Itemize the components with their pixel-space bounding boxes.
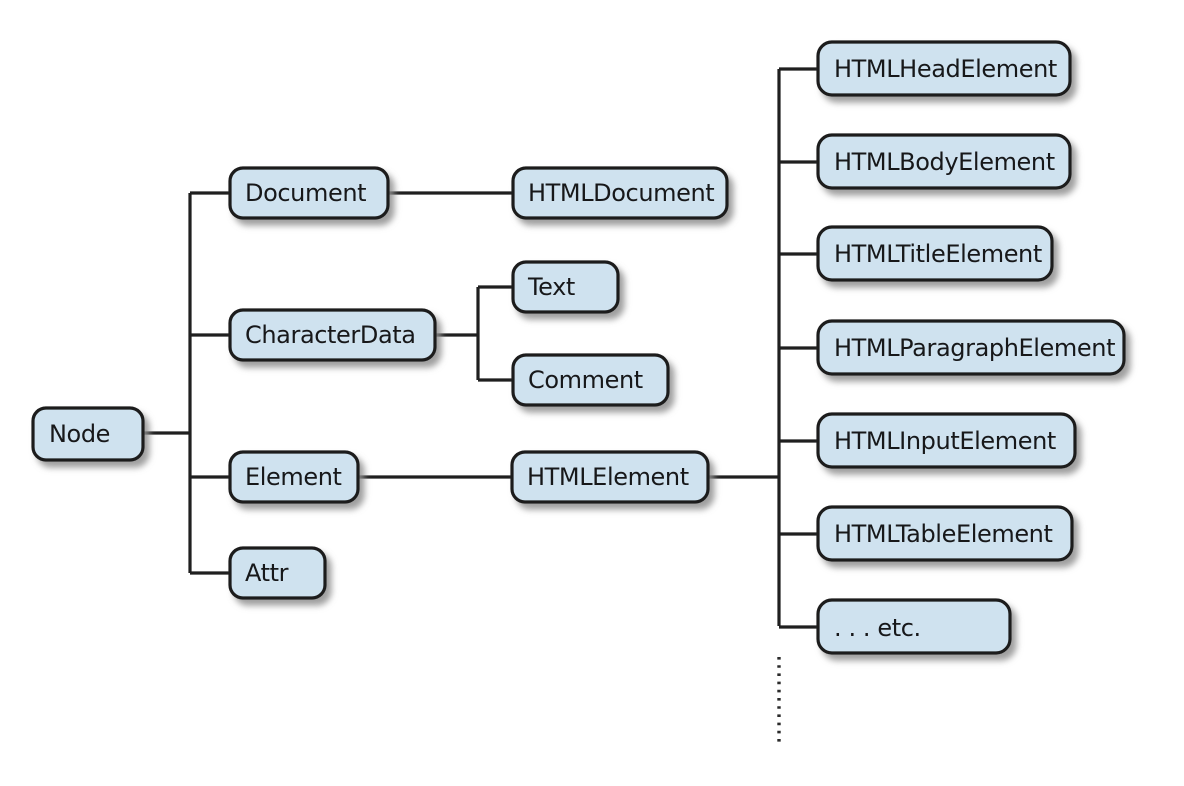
node-label-htmlbodyelement: HTMLBodyElement — [834, 148, 1055, 176]
node-box-htmlelement[interactable]: HTMLElement — [510, 450, 710, 504]
node-label-comment: Comment — [528, 366, 643, 394]
node-label-htmlinputelement: HTMLInputElement — [834, 427, 1056, 455]
node-label-node: Node — [49, 420, 110, 448]
node-box-comment[interactable]: Comment — [511, 353, 670, 407]
node-label-document: Document — [245, 179, 366, 207]
node-label-htmlparagraphelement: HTMLParagraphElement — [834, 334, 1115, 362]
node-label-etc: . . . etc. — [834, 614, 921, 642]
node-box-htmldocument[interactable]: HTMLDocument — [511, 166, 729, 220]
node-box-characterdata[interactable]: CharacterData — [228, 308, 437, 362]
node-label-htmldocument: HTMLDocument — [528, 179, 714, 207]
node-box-node[interactable]: Node — [31, 406, 145, 462]
node-label-attr: Attr — [245, 559, 289, 587]
node-box-etc[interactable]: . . . etc. — [816, 598, 1012, 655]
node-box-htmlparagraphelement[interactable]: HTMLParagraphElement — [816, 319, 1126, 376]
node-label-characterdata: CharacterData — [245, 321, 416, 349]
node-box-htmlbodyelement[interactable]: HTMLBodyElement — [816, 133, 1072, 190]
node-label-text: Text — [527, 273, 575, 301]
node-box-text[interactable]: Text — [511, 260, 620, 314]
nodes-layer: Node Document CharacterData Element Attr — [31, 40, 1126, 655]
node-label-htmlheadelement: HTMLHeadElement — [834, 55, 1057, 83]
node-box-htmltableelement[interactable]: HTMLTableElement — [816, 505, 1074, 562]
node-label-htmltitleelement: HTMLTitleElement — [834, 240, 1042, 268]
node-label-htmltableelement: HTMLTableElement — [834, 520, 1053, 548]
node-box-document[interactable]: Document — [228, 166, 390, 220]
node-label-htmlelement: HTMLElement — [527, 463, 689, 491]
node-box-element[interactable]: Element — [228, 450, 360, 504]
node-box-htmlheadelement[interactable]: HTMLHeadElement — [816, 40, 1072, 97]
node-box-attr[interactable]: Attr — [228, 546, 327, 600]
node-label-element: Element — [245, 463, 342, 491]
node-box-htmltitleelement[interactable]: HTMLTitleElement — [816, 225, 1054, 282]
connectors-layer — [143, 67, 819, 746]
node-box-htmlinputelement[interactable]: HTMLInputElement — [816, 412, 1077, 469]
